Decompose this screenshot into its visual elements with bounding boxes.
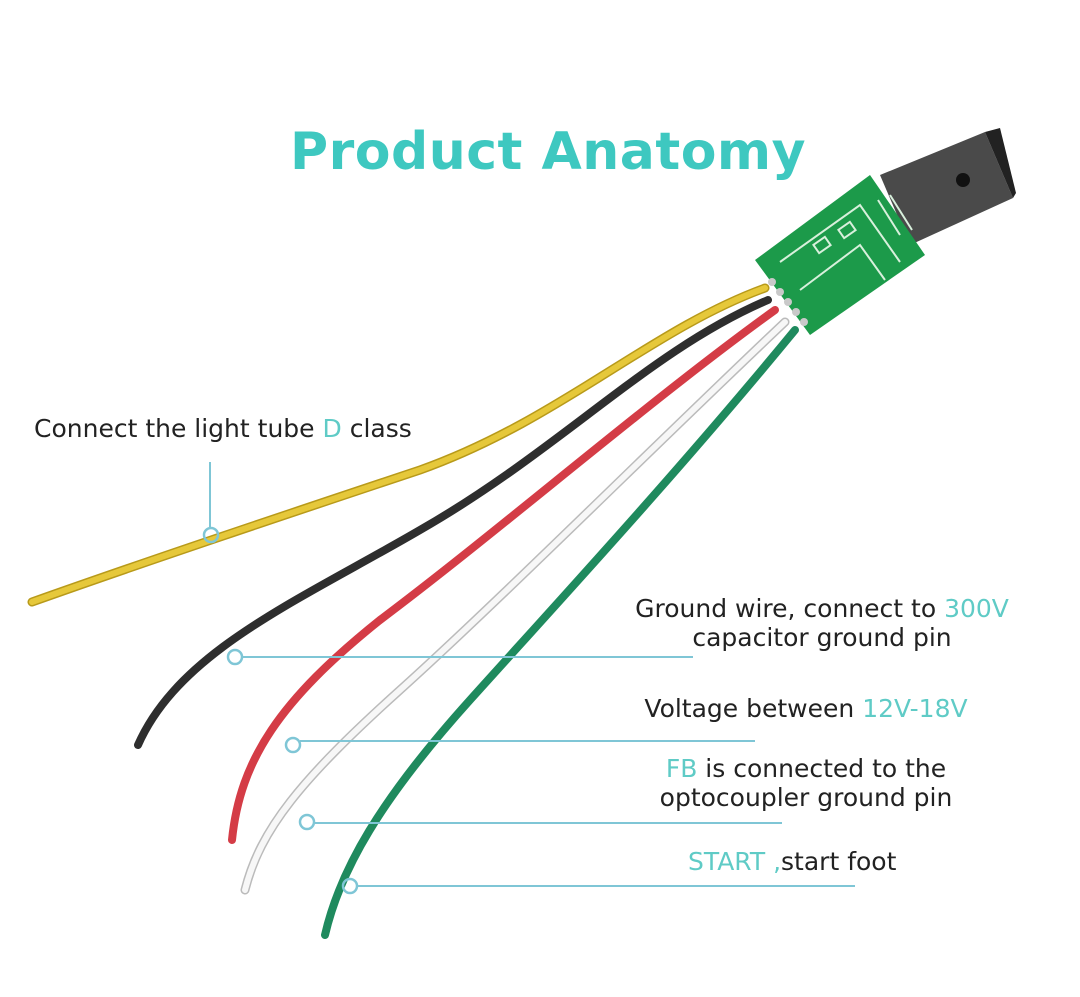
label-white-wire: FB is connected to the optocoupler groun… [636,754,976,812]
label-black-wire: Ground wire, connect to 300V capacitor g… [612,594,1032,652]
label-highlight: START , [688,847,782,876]
label-highlight: FB [665,754,698,783]
label-text: start foot [781,847,897,876]
label-yellow-wire: Connect the light tube D class [34,414,412,443]
label-highlight: D [322,414,342,443]
label-text: Voltage between [644,694,863,723]
label-red-wire: Voltage between 12V-18V [620,694,992,723]
green-wire [321,326,799,939]
label-text: Ground wire, connect to [635,594,945,623]
label-text: capacitor ground pin [692,623,952,652]
pcb-board [755,175,925,335]
black-wire [134,296,772,749]
label-text: is connected to the [697,754,947,783]
label-text: optocoupler ground pin [659,783,953,812]
label-green-wire: START ,start foot [688,847,896,876]
label-highlight: 300V [944,594,1009,623]
page-title: Product Anatomy [289,122,807,182]
red-wire [228,306,779,844]
transistor [880,128,1016,245]
label-highlight: 12V-18V [862,694,968,723]
label-text: class [341,414,412,443]
label-text: Connect the light tube [34,414,323,443]
